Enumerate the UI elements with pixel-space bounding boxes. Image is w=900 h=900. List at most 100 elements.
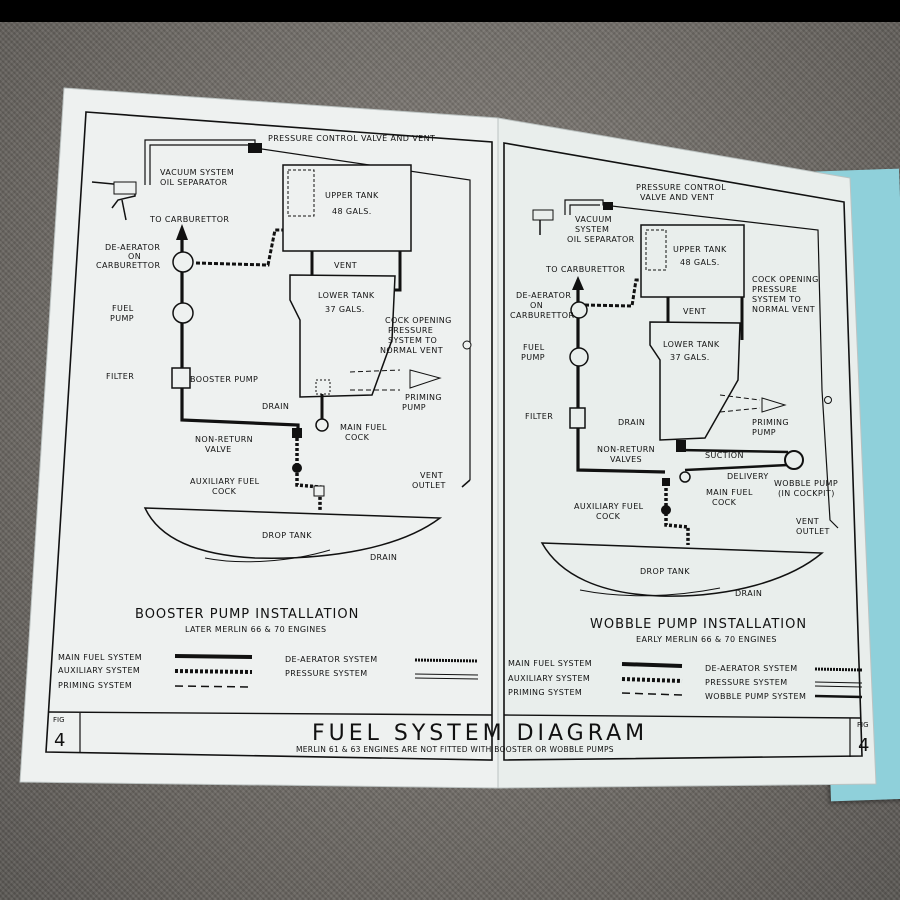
left-vent-outlet-label-1: VENT	[420, 471, 443, 480]
left-main-fuel-label-1: MAIN FUEL	[340, 423, 387, 432]
right-page	[497, 117, 877, 789]
right-upper-tank-label-1: UPPER TANK	[673, 245, 727, 254]
right-legend-wobble-label: WOBBLE PUMP SYSTEM	[705, 692, 806, 701]
left-drain2-label: DRAIN	[370, 553, 397, 562]
left-legend-deaerator-label: DE-AERATOR SYSTEM	[285, 655, 378, 664]
left-deaerator-icon	[172, 251, 194, 273]
right-cock-label-1: COCK OPENING	[752, 275, 819, 284]
right-deaerator-label-1: DE-AERATOR	[516, 291, 571, 300]
right-vent-label: VENT	[683, 307, 706, 316]
left-upper-tank-label-2: 48 GALS.	[332, 207, 372, 216]
left-upper-tank-label-1: UPPER TANK	[325, 191, 379, 200]
right-nonreturn-label-2: VALVES	[610, 455, 642, 464]
right-pressure-control-label-1: PRESSURE CONTROL	[636, 183, 726, 192]
right-filter-icon	[569, 407, 586, 429]
right-upper-tank-label-2: 48 GALS.	[680, 258, 720, 267]
left-legend-aux-label: AUXILIARY SYSTEM	[58, 666, 140, 675]
left-fuel-pump-label-2: PUMP	[110, 314, 134, 323]
left-title: BOOSTER PUMP INSTALLATION	[135, 607, 359, 622]
right-deaerator-label-2: ON	[530, 301, 543, 310]
right-main-fuel-label-1: MAIN FUEL	[706, 488, 753, 497]
left-legend-pressure-label: PRESSURE SYSTEM	[285, 669, 368, 678]
right-suction-label: SUCTION	[705, 451, 744, 460]
left-vent-label: VENT	[334, 261, 357, 270]
right-diagram	[532, 199, 863, 699]
left-drain-label: DRAIN	[262, 402, 289, 411]
right-fuel-pump-label-1: FUEL	[523, 343, 545, 352]
left-vent-outlet-label-2: OUTLET	[412, 481, 446, 490]
right-aux-label-1: AUXILIARY FUEL	[574, 502, 644, 511]
footer-note: MERLIN 61 & 63 ENGINES ARE NOT FITTED WI…	[296, 745, 614, 754]
left-drop-tank	[143, 507, 443, 559]
right-vacuum-label-3: OIL SEPARATOR	[567, 235, 635, 244]
right-cock-label-4: NORMAL VENT	[752, 305, 815, 314]
left-lower-tank	[289, 274, 396, 398]
right-main-fuel-label-2: COCK	[712, 498, 737, 507]
left-booster-label: BOOSTER PUMP	[190, 375, 258, 384]
right-aux-label-2: COCK	[596, 512, 621, 521]
left-diagram	[91, 139, 479, 688]
right-title: WOBBLE PUMP INSTALLATION	[590, 617, 807, 632]
right-to-carb-label: TO CARBURETTOR	[545, 265, 625, 274]
left-lower-tank-label-2: 37 GALS.	[325, 305, 365, 314]
left-priming-label-1: PRIMING	[405, 393, 442, 402]
left-lower-tank-label-1: LOWER TANK	[318, 291, 375, 300]
right-lower-tank-label-2: 37 GALS.	[670, 353, 710, 362]
left-nonreturn-label-2: VALVE	[205, 445, 232, 454]
right-deaerator-icon	[570, 301, 588, 319]
left-fuel-pump-label-1: FUEL	[112, 304, 134, 313]
right-legend-main-label: MAIN FUEL SYSTEM	[508, 659, 592, 668]
right-legend-pressure-label: PRESSURE SYSTEM	[705, 678, 788, 687]
right-vacuum-label-2: SYSTEM	[575, 225, 609, 234]
fig-label-right: FIG	[857, 721, 869, 729]
right-legend-priming-label: PRIMING SYSTEM	[508, 688, 582, 697]
right-frame	[503, 142, 863, 761]
left-aux-label-1: AUXILIARY FUEL	[190, 477, 260, 486]
left-frame	[45, 111, 493, 761]
left-upper-tank	[282, 164, 412, 252]
right-cock-label-3: SYSTEM TO	[752, 295, 801, 304]
left-cock-label-1: COCK OPENING	[385, 316, 452, 325]
right-legend-aux-label: AUXILIARY SYSTEM	[508, 674, 590, 683]
left-filter-icon	[171, 367, 191, 389]
left-deaerator-label-2: ON	[128, 252, 141, 261]
left-legend-main-label: MAIN FUEL SYSTEM	[58, 653, 142, 662]
left-drop-tank-label: DROP TANK	[262, 531, 312, 540]
left-vacuum-label-1: VACUUM SYSTEM	[160, 168, 234, 177]
left-to-carb-label: TO CARBURETTOR	[149, 215, 229, 224]
left-main-fuel-cock-icon	[315, 418, 329, 432]
right-deaerator-label-3: CARBURETTOR	[510, 311, 575, 320]
left-cock-label-3: SYSTEM TO	[388, 336, 437, 345]
right-delivery-label: DELIVERY	[727, 472, 769, 481]
right-wobble-label-1: WOBBLE PUMP	[774, 479, 838, 488]
right-drop-tank	[540, 542, 824, 597]
left-aux-label-2: COCK	[212, 487, 237, 496]
left-deaerator-label-1: DE-AERATOR	[105, 243, 160, 252]
fig-label-left: FIG	[53, 716, 65, 724]
right-vent-outlet-label-1: VENT	[796, 517, 819, 526]
right-vent-outlet-label-2: OUTLET	[796, 527, 830, 536]
right-cock-label-2: PRESSURE	[752, 285, 797, 294]
right-pressure-control-label-2: VALVE AND VENT	[640, 193, 714, 202]
right-subtitle: EARLY MERLIN 66 & 70 ENGINES	[636, 635, 777, 644]
right-priming-label-1: PRIMING	[752, 418, 789, 427]
right-nonreturn-label-1: NON-RETURN	[597, 445, 655, 454]
right-upper-tank	[640, 224, 745, 298]
left-vacuum-label-2: OIL SEPARATOR	[160, 178, 228, 187]
left-filter-label: FILTER	[106, 372, 134, 381]
left-deaerator-label-3: CARBURETTOR	[96, 261, 161, 270]
right-filter-label: FILTER	[525, 412, 553, 421]
right-priming-label-2: PUMP	[752, 428, 776, 437]
left-cock-label-2: PRESSURE	[388, 326, 433, 335]
left-cock-label-4: NORMAL VENT	[380, 346, 443, 355]
fig-number-right: 4	[858, 735, 869, 756]
right-fuel-pump-icon	[569, 347, 589, 367]
right-vacuum-label-1: VACUUM	[575, 215, 612, 224]
right-wobble-label-2: (IN COCKPIT)	[778, 489, 835, 498]
left-pressure-control-label: PRESSURE CONTROL VALVE AND VENT	[268, 134, 435, 143]
right-drain2-label: DRAIN	[735, 589, 762, 598]
right-lower-tank	[649, 321, 741, 441]
right-lower-tank-label-1: LOWER TANK	[663, 340, 720, 349]
fig-number-left: 4	[54, 730, 65, 751]
